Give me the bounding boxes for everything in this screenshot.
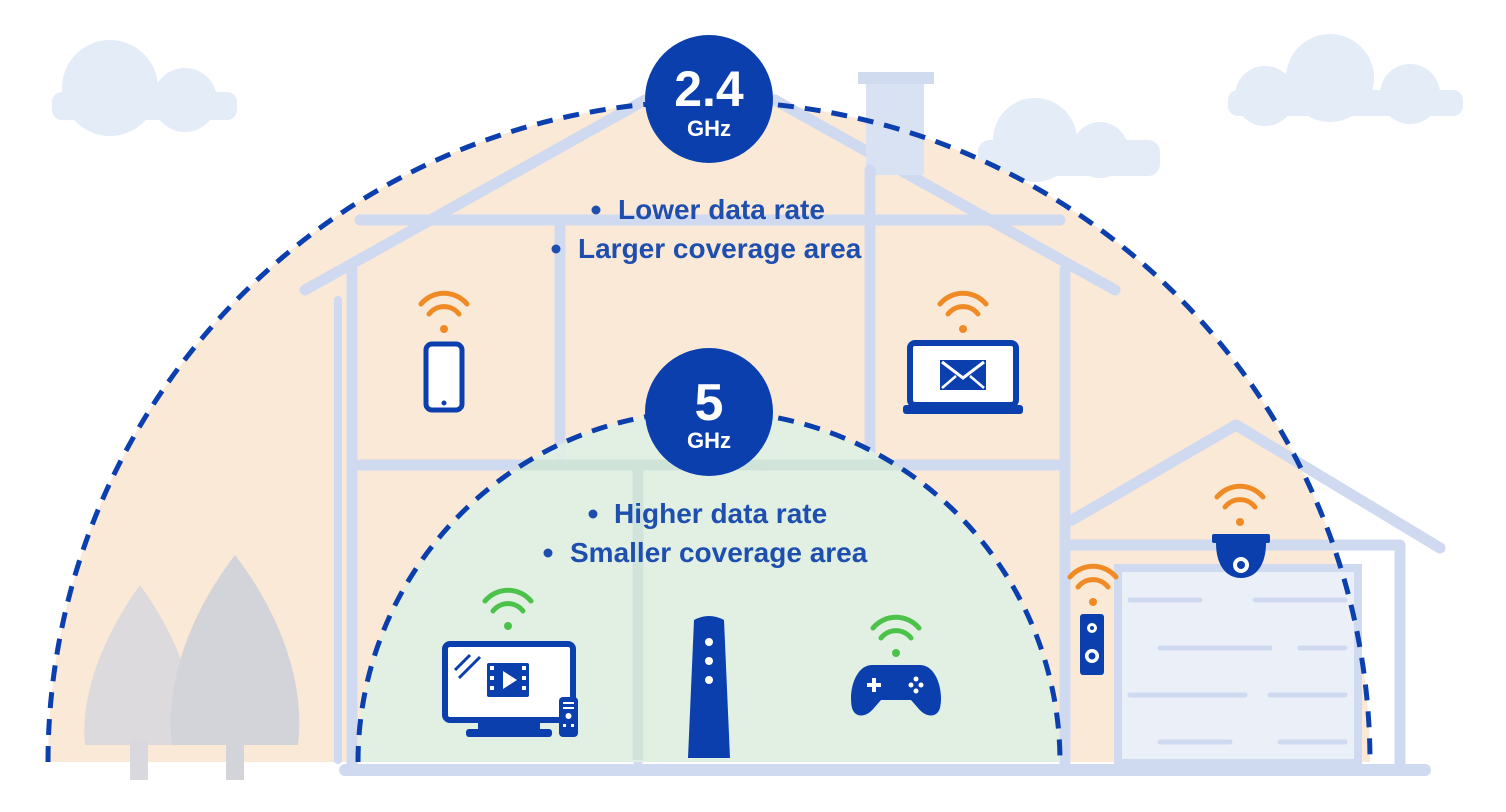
cloud-right [1228, 34, 1463, 126]
wifi-signal-icon [1067, 563, 1119, 606]
band-5-ghz-features: Higher data rate Smaller coverage area [543, 498, 868, 568]
garage-door [1114, 564, 1362, 767]
feature-text: Higher data rate [614, 498, 827, 529]
band-number: 5 [695, 374, 724, 432]
band-number: 2.4 [674, 61, 744, 117]
cloud-left [52, 40, 237, 136]
game-controller-icon [850, 665, 942, 716]
tree-icon [84, 585, 196, 780]
smartphone-icon [423, 341, 465, 413]
wifi-signal-icon [1214, 483, 1266, 526]
feature-text: Larger coverage area [578, 233, 862, 264]
feature-text: Smaller coverage area [570, 537, 868, 568]
wifi-signal-icon [937, 290, 989, 333]
band-badge-2-4-ghz: 2.4 GHz [645, 35, 773, 163]
cloud-center [978, 98, 1160, 182]
laptop-icon [903, 340, 1023, 414]
feature-text: Lower data rate [618, 194, 825, 225]
wifi-signal-icon [482, 587, 534, 630]
remote-control-icon [559, 697, 578, 737]
security-camera-icon [1212, 534, 1270, 578]
router-icon [688, 616, 730, 758]
band-unit: GHz [687, 428, 731, 453]
smart-tv-icon [442, 641, 576, 737]
video-doorbell-icon [1080, 614, 1104, 675]
band-2-4-ghz-features: Lower data rate Larger coverage area [551, 194, 862, 264]
wifi-signal-icon [870, 614, 922, 657]
band-badge-5-ghz: 5 GHz [645, 348, 773, 476]
tree-icon [170, 555, 300, 780]
wifi-signal-icon [418, 290, 470, 333]
band-unit: GHz [687, 116, 731, 141]
